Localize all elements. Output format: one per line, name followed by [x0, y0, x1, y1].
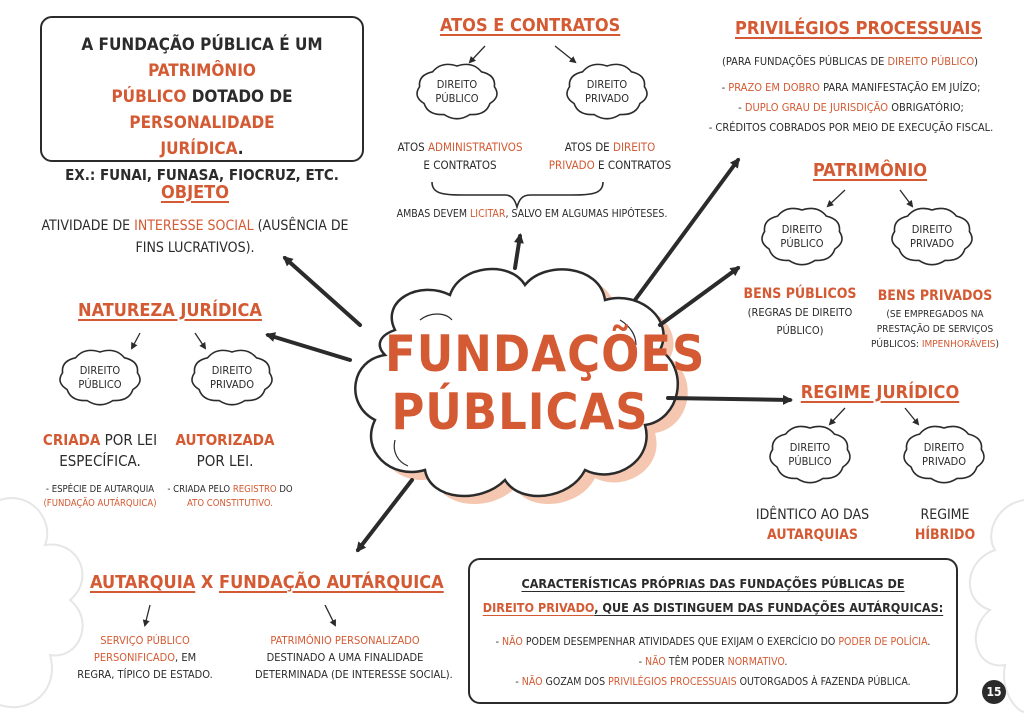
- cloud-shape-icon: [416, 63, 498, 120]
- page-number-badge: 15: [982, 680, 1006, 704]
- cloud-shape-icon: [761, 207, 843, 266]
- caracteristicas-item-1: - NÃO PODEM DESEMPENHAR ATIVIDADES QUE E…: [495, 636, 931, 648]
- definition-box: A FUNDAÇÃO PÚBLICA É UM PATRIMÔNIO PÚBLI…: [40, 16, 364, 184]
- arrow-to-privilegios: [633, 157, 740, 302]
- central-cloud: [354, 267, 679, 498]
- regime-privado-text: REGIME HÍBRIDO: [914, 507, 976, 543]
- regime-title: REGIME JURÍDICO: [800, 382, 960, 403]
- natureza-publico-text: CRIADA POR LEI ESPECÍFICA.: [42, 431, 158, 470]
- corner-cloud-left: [0, 497, 84, 709]
- natureza-privado-note: - CRIADA PELO REGISTRO DO ATO CONSTITUTI…: [167, 484, 293, 509]
- caracteristicas-list: - NÃO PODEM DESEMPENHAR ATIVIDADES QUE E…: [470, 632, 956, 692]
- cloud-shape-icon: [891, 207, 973, 266]
- objeto-text: ATIVIDADE DE INTERESSE SOCIAL (AUSÊNCIA …: [41, 218, 349, 256]
- privilegios-subtitle: (PARA FUNDAÇÕES PÚBLICAS DE DIREITO PÚBL…: [721, 55, 979, 68]
- cloud-shape-icon: [903, 425, 985, 484]
- natureza-publico-note: - ESPÉCIE DE AUTARQUIA (FUNDAÇÃO AUTÁRQU…: [43, 484, 157, 509]
- privilegios-item-1: - PRAZO EM DOBRO PARA MANIFESTAÇÃO EM JU…: [721, 81, 981, 94]
- autarquia-title: AUTARQUIA X FUNDAÇÃO AUTÁRQUICA: [90, 572, 444, 593]
- caracteristicas-box: CARACTERÍSTICAS PRÓPRIAS DAS FUNDAÇÕES P…: [468, 558, 958, 704]
- cloud-shape-icon: [191, 349, 273, 406]
- privilegios-item-3: - CRÉDITOS COBRADOS POR MEIO DE EXECUÇÃO…: [708, 121, 994, 134]
- privilegios-item-2: - DUPLO GRAU DE JURISDIÇÃO OBRIGATÓRIO;: [738, 101, 964, 114]
- privilegios-list: - PRAZO EM DOBRO PARA MANIFESTAÇÃO EM JU…: [688, 78, 1014, 138]
- arrow-to-atos: [513, 233, 524, 270]
- atos-title: ATOS E CONTRATOS: [440, 15, 621, 36]
- arrow-to-regime: [666, 394, 793, 405]
- patrimonio-title: PATRIMÔNIO: [812, 160, 928, 181]
- objeto-title: OBJETO: [160, 182, 229, 203]
- arrow-to-patrimonio: [658, 266, 741, 327]
- cloud-shape-icon: [59, 349, 141, 406]
- autarquia-left-text: SERVIÇO PÚBLICO PERSONIFICADO, EM REGRA,…: [77, 634, 213, 681]
- atos-right-text: ATOS DE DIREITO PRIVADO E CONTRATOS: [548, 140, 672, 172]
- page-number: 15: [986, 685, 1002, 699]
- privilegios-title: PRIVILÉGIOS PROCESSUAIS: [735, 18, 983, 39]
- corner-cloud-right: [968, 499, 1024, 713]
- center-title-line2: PÚBLICAS: [391, 383, 649, 441]
- atos-both-text: AMBAS DEVEM LICITAR, SALVO EM ALGUMAS HI…: [396, 208, 668, 220]
- caracteristicas-item-2: - NÃO TÊM PODER NORMATIVO.: [638, 656, 788, 668]
- patrimonio-privado-text: BENS PRIVADOS (SE EMPREGADOS NA PRESTAÇÃ…: [871, 288, 999, 350]
- natureza-title: NATUREZA JURÍDICA: [78, 300, 262, 321]
- arrow-to-autarquia: [356, 478, 414, 553]
- center-title-line1: FUNDAÇÕES: [385, 325, 706, 383]
- patrimonio-publico-text: BENS PÚBLICOS (REGRAS DE DIREITO PÚBLICO…: [743, 286, 857, 337]
- autarquia-right-text: PATRIMÔNIO PERSONALIZADO DESTINADO A UMA…: [255, 634, 453, 681]
- definition-text: A FUNDAÇÃO PÚBLICA É UM PATRIMÔNIO PÚBLI…: [65, 35, 339, 184]
- caracteristicas-heading: CARACTERÍSTICAS PRÓPRIAS DAS FUNDAÇÕES P…: [482, 576, 944, 615]
- regime-publico-text: IDÊNTICO AO DAS AUTARQUIAS: [755, 507, 870, 543]
- definition-example: EX.: FUNAI, FUNASA, FIOCRUZ, ETC.: [65, 166, 339, 184]
- arrow-to-objeto: [282, 256, 362, 327]
- caracteristicas-item-3: - NÃO GOZAM DOS PRIVILÉGIOS PROCESSUAIS …: [515, 676, 911, 688]
- cloud-shape-icon: [566, 63, 648, 120]
- center-title: FUNDAÇÕES PÚBLICAS: [385, 325, 706, 441]
- cloud-shape-icon: [769, 425, 851, 484]
- natureza-privado-text: AUTORIZADA POR LEI.: [175, 431, 275, 470]
- atos-left-text: ATOS ADMINISTRATIVOS E CONTRATOS: [397, 140, 523, 172]
- atos-brace: [431, 181, 604, 210]
- arrow-to-natureza: [265, 332, 352, 362]
